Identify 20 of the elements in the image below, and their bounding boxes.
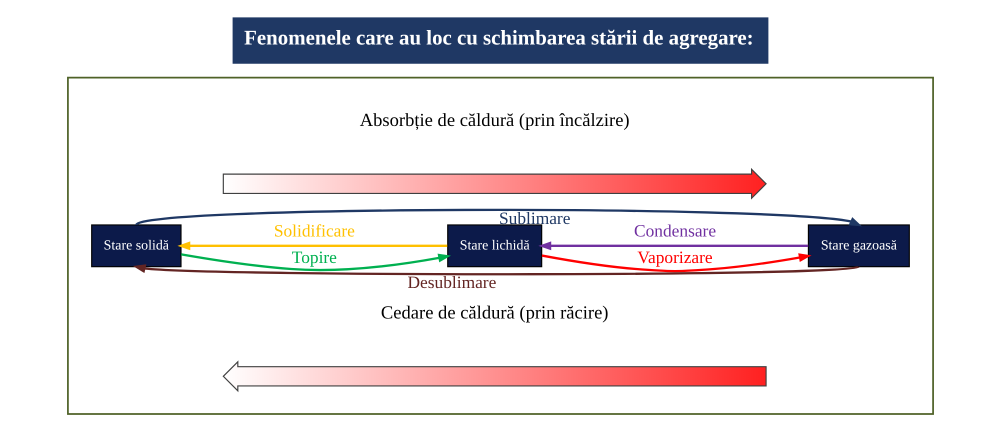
arrow	[541, 253, 812, 272]
arrow	[177, 241, 447, 250]
node-box: Stare lichidă	[446, 224, 542, 268]
arrow	[180, 253, 450, 272]
edge-label: Topire	[291, 248, 336, 268]
arrow	[132, 264, 859, 276]
label: Absorbție de căldură (prin încălzire)	[359, 110, 630, 132]
cluster	[66, 76, 934, 415]
arrow	[538, 241, 808, 250]
edge-label: Solidificare	[273, 222, 354, 241]
node-box: Stare gazoasă	[807, 224, 910, 268]
diagram-title: Fenomenele care au loc cu schimbarea stării de agregare:	[244, 26, 754, 50]
node-arrow	[222, 168, 766, 200]
edge-label: Condensare	[634, 222, 716, 241]
label: Cedare de căldură (prin răcire)	[380, 302, 608, 324]
edge-label: Vaporizare	[636, 248, 712, 268]
node-box: Stare solidă	[90, 224, 182, 268]
node-arrow	[222, 360, 766, 392]
edge-label: Desublimare	[407, 273, 496, 292]
arrow	[135, 208, 862, 226]
